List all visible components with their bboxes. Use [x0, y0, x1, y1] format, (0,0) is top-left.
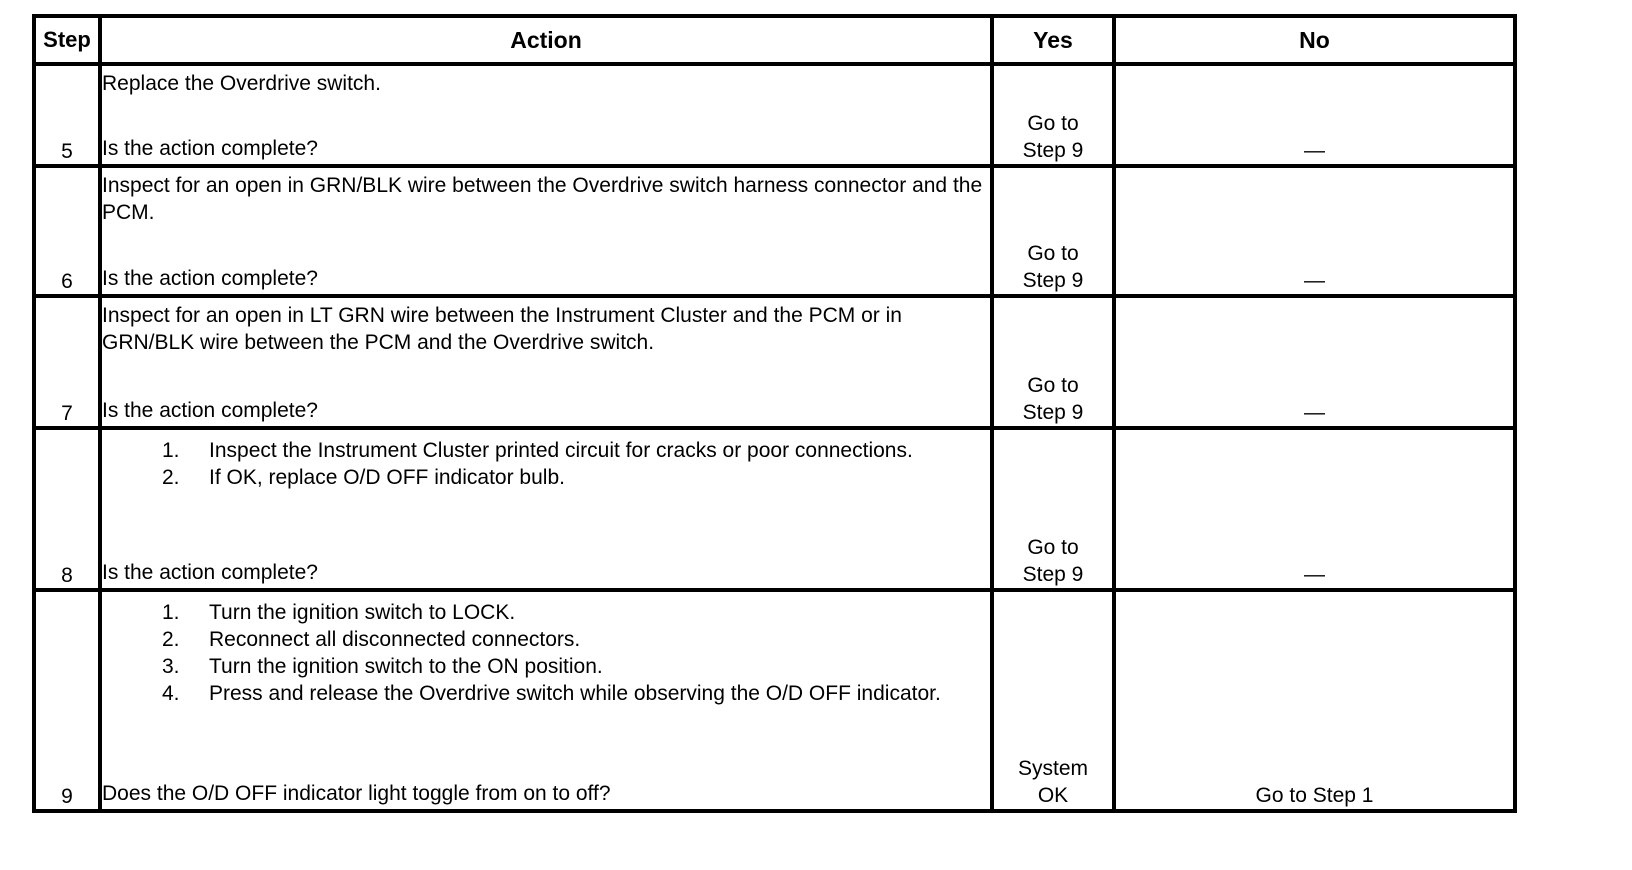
action-step-number: 2.	[162, 628, 180, 651]
action-body: 1. Turn the ignition switch to LOCK. 2. Rec…	[102, 592, 990, 707]
yes-result-cell: Go to Step 9	[990, 62, 1116, 168]
no-result-cell: —	[1112, 294, 1517, 430]
action-step-number: 3.	[162, 655, 180, 678]
action-step-text: Inspect the Instrument Cluster printed c…	[209, 439, 913, 462]
no-result-cell: Go to Step 1	[1112, 588, 1517, 813]
action-text: Replace the Overdrive switch.	[102, 72, 381, 95]
action-cell: Inspect for an open in LT GRN wire betwe…	[98, 294, 994, 430]
action-step-number: 1.	[162, 601, 180, 624]
step-number-cell: 6	[32, 164, 102, 298]
action-content: Inspect for an open in LT GRN wire betwe…	[102, 298, 990, 426]
table-header: Step Action Yes No	[32, 14, 1517, 66]
action-question: Is the action complete?	[102, 267, 318, 290]
action-step-item: 2. If OK, replace O/D OFF indicator bulb.	[102, 464, 990, 491]
action-step-item: 2. Reconnect all disconnected connectors.	[102, 626, 990, 653]
action-cell: 1. Inspect the Instrument Cluster printed…	[98, 426, 994, 592]
action-content: Inspect for an open in GRN/BLK wire betw…	[102, 168, 990, 294]
column-header-action: Action	[98, 14, 994, 66]
column-header-step: Step	[32, 14, 102, 66]
step-number-cell: 8	[32, 426, 102, 592]
action-step-text: Turn the ignition switch to the ON posit…	[209, 655, 603, 678]
action-content: Replace the Overdrive switch. Is the acti…	[102, 66, 990, 164]
step-number-cell: 9	[32, 588, 102, 813]
action-step-number: 2.	[162, 466, 180, 489]
action-step-number: 1.	[162, 439, 180, 462]
action-content: 1. Inspect the Instrument Cluster printed…	[102, 430, 990, 588]
header-row: Step Action Yes No	[32, 14, 1517, 66]
action-step-item: 4. Press and release the Overdrive switch…	[102, 680, 990, 707]
no-result-cell: —	[1112, 62, 1517, 168]
action-step-number: 4.	[162, 682, 180, 705]
action-step-item: 3. Turn the ignition switch to the ON pos…	[102, 653, 990, 680]
column-header-yes: Yes	[990, 14, 1116, 66]
action-body: Inspect for an open in LT GRN wire betwe…	[102, 298, 990, 356]
action-step-item: 1. Inspect the Instrument Cluster printed…	[102, 437, 990, 464]
table-row: 9 1. Turn the ignition switch to LOCK. 2. Re…	[32, 588, 1517, 813]
action-cell: Inspect for an open in GRN/BLK wire betw…	[98, 164, 994, 298]
action-body: 1. Inspect the Instrument Cluster printed…	[102, 430, 990, 491]
action-content: 1. Turn the ignition switch to LOCK. 2. Rec…	[102, 592, 990, 809]
action-step-list: 1. Turn the ignition switch to LOCK. 2. Rec…	[102, 599, 990, 707]
action-question: Is the action complete?	[102, 399, 318, 422]
table-row: 8 1. Inspect the Instrument Cluster printe…	[32, 426, 1517, 592]
action-question: Does the O/D OFF indicator light toggle …	[102, 782, 611, 805]
action-question: Is the action complete?	[102, 137, 318, 160]
yes-result-cell: Go to Step 9	[990, 294, 1116, 430]
action-step-list: 1. Inspect the Instrument Cluster printed…	[102, 437, 990, 491]
action-question: Is the action complete?	[102, 561, 318, 584]
yes-result-cell: Go to Step 9	[990, 426, 1116, 592]
action-text: Inspect for an open in GRN/BLK wire betw…	[102, 174, 988, 224]
no-result-cell: —	[1112, 426, 1517, 592]
action-step-text: Press and release the Overdrive switch w…	[209, 682, 941, 705]
column-header-no: No	[1112, 14, 1517, 66]
action-step-text: Turn the ignition switch to LOCK.	[209, 601, 516, 624]
action-step-text: If OK, replace O/D OFF indicator bulb.	[209, 466, 565, 489]
yes-result-cell: System OK	[990, 588, 1116, 813]
step-number-cell: 7	[32, 294, 102, 430]
action-body: Replace the Overdrive switch.	[102, 66, 990, 97]
action-step-item: 1. Turn the ignition switch to LOCK.	[102, 599, 990, 626]
action-step-text: Reconnect all disconnected connectors.	[209, 628, 581, 651]
action-body: Inspect for an open in GRN/BLK wire betw…	[102, 168, 990, 226]
no-result-cell: —	[1112, 164, 1517, 298]
action-cell: 1. Turn the ignition switch to LOCK. 2. Rec…	[98, 588, 994, 813]
yes-result-cell: Go to Step 9	[990, 164, 1116, 298]
action-cell: Replace the Overdrive switch. Is the acti…	[98, 62, 994, 168]
step-number-cell: 5	[32, 62, 102, 168]
action-text: Inspect for an open in LT GRN wire betwe…	[102, 304, 908, 354]
